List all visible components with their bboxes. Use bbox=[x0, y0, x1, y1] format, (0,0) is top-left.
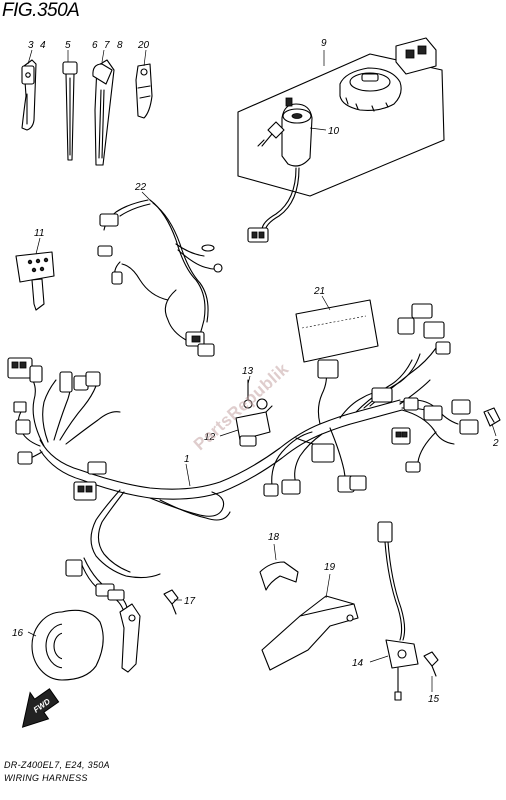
callout-19[interactable]: 19 bbox=[324, 562, 336, 573]
callout-2[interactable]: 2 bbox=[492, 438, 499, 449]
leader-lines bbox=[27, 49, 497, 692]
band-clamp-6-7-8[interactable] bbox=[92, 59, 115, 166]
callouts: 3 4 5 6 7 8 20 9 10 22 11 21 13 12 1 2 1… bbox=[12, 38, 499, 705]
callout-20[interactable]: 20 bbox=[137, 40, 150, 51]
cable-tie-5[interactable] bbox=[62, 61, 78, 161]
callout-18[interactable]: 18 bbox=[268, 532, 280, 543]
callout-7[interactable]: 7 bbox=[104, 40, 110, 51]
callout-4[interactable]: 4 bbox=[40, 40, 46, 51]
callout-12[interactable]: 12 bbox=[204, 432, 216, 443]
callout-5[interactable]: 5 bbox=[65, 40, 71, 51]
switch-12[interactable] bbox=[235, 398, 273, 447]
callout-9[interactable]: 9 bbox=[321, 38, 327, 49]
fuel-cap[interactable] bbox=[339, 67, 402, 112]
callout-10[interactable]: 10 bbox=[328, 126, 340, 137]
figure-title: FIG.350A bbox=[2, 0, 80, 21]
ignition-switch-set-box bbox=[237, 53, 445, 197]
ignition-coupler[interactable] bbox=[395, 37, 437, 75]
callout-13[interactable]: 13 bbox=[242, 366, 254, 377]
callout-11[interactable]: 11 bbox=[34, 228, 44, 239]
callout-6[interactable]: 6 bbox=[92, 40, 98, 51]
callout-8[interactable]: 8 bbox=[117, 40, 123, 51]
callout-1[interactable]: 1 bbox=[184, 454, 190, 465]
clamp-3-4[interactable] bbox=[21, 59, 37, 131]
clamp-20[interactable] bbox=[135, 63, 153, 119]
side-stand-switch[interactable] bbox=[377, 521, 419, 701]
callout-22[interactable]: 22 bbox=[134, 182, 147, 193]
fuse[interactable] bbox=[483, 407, 501, 427]
screw-15[interactable] bbox=[423, 651, 439, 677]
harness-label-card[interactable] bbox=[295, 299, 379, 363]
bolt-13[interactable] bbox=[243, 379, 253, 409]
callout-17[interactable]: 17 bbox=[184, 596, 196, 607]
callout-14[interactable]: 14 bbox=[352, 658, 364, 669]
ignition-lead-coupler[interactable] bbox=[247, 227, 269, 243]
key[interactable] bbox=[15, 251, 55, 311]
sub-harness[interactable] bbox=[97, 199, 223, 357]
callout-16[interactable]: 16 bbox=[12, 628, 24, 639]
screw-17[interactable] bbox=[163, 589, 179, 615]
horn[interactable] bbox=[31, 609, 104, 681]
callout-3[interactable]: 3 bbox=[28, 40, 34, 51]
forward-arrow: FWD bbox=[21, 688, 60, 728]
ignition-switch-lead bbox=[261, 167, 300, 233]
main-wiring-harness[interactable] bbox=[7, 303, 479, 613]
ignition-switch[interactable] bbox=[257, 97, 313, 167]
callout-21[interactable]: 21 bbox=[313, 286, 325, 297]
diagram-caption: WIRING HARNESS bbox=[4, 773, 88, 783]
bracket-19[interactable] bbox=[261, 595, 359, 671]
cover-18[interactable] bbox=[259, 561, 299, 591]
horn-bracket[interactable] bbox=[119, 603, 141, 673]
callout-15[interactable]: 15 bbox=[428, 694, 440, 705]
model-line: DR-Z400EL7, E24, 350A bbox=[4, 760, 110, 770]
